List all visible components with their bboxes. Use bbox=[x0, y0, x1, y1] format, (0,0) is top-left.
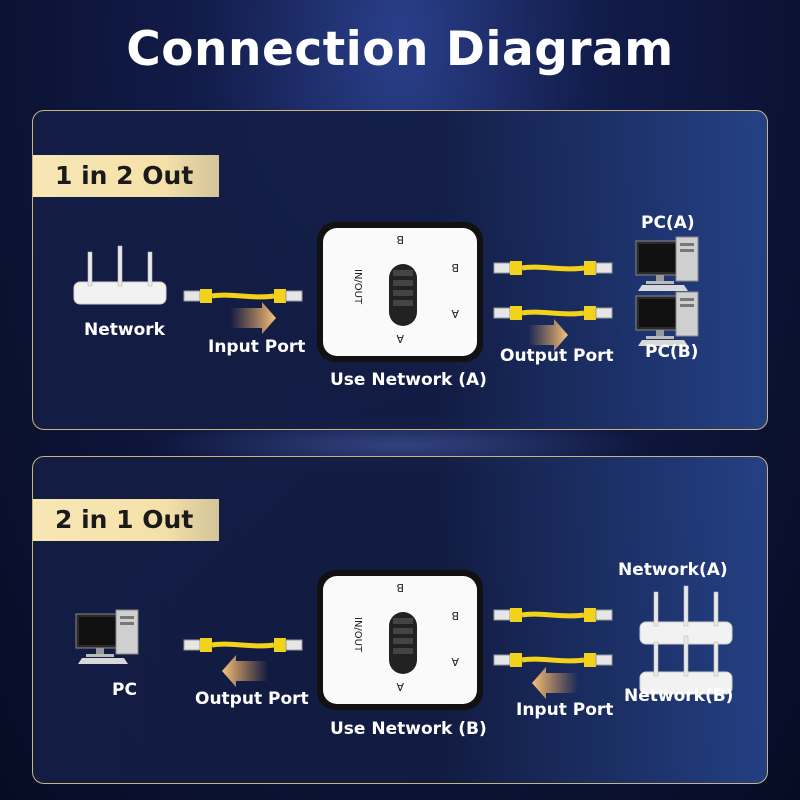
cable-icon bbox=[184, 638, 302, 652]
input-port-label: Input Port bbox=[516, 700, 614, 720]
section-one-badge: 1 in 2 Out bbox=[33, 155, 219, 197]
switch-caption: Use Network (A) bbox=[330, 370, 487, 390]
input-port-label: Input Port bbox=[208, 337, 306, 357]
cable-icon bbox=[494, 653, 612, 667]
switch-caption: Use Network (B) bbox=[330, 719, 487, 739]
port-b-label: B bbox=[396, 581, 404, 594]
cable-icon bbox=[494, 261, 612, 275]
cable-icon bbox=[494, 608, 612, 622]
pc-b-label: PC(B) bbox=[645, 342, 699, 362]
arrow-right-icon bbox=[230, 302, 276, 334]
port-a-label: A bbox=[396, 332, 404, 345]
pc-label: PC bbox=[112, 680, 137, 700]
port-b-label: B bbox=[396, 233, 404, 246]
cable-icon bbox=[184, 289, 302, 303]
arrow-left-icon bbox=[222, 655, 268, 687]
arrow-left-icon bbox=[532, 667, 578, 699]
output-port-label: Output Port bbox=[500, 346, 614, 366]
cable-icon bbox=[494, 306, 612, 320]
port-a-label: A bbox=[396, 680, 404, 693]
network-label: Network bbox=[84, 320, 165, 340]
pc-a-label: PC(A) bbox=[641, 213, 695, 233]
arrow-right-icon bbox=[528, 319, 568, 351]
pc-icon bbox=[635, 291, 699, 347]
network-a-label: Network(A) bbox=[618, 560, 728, 580]
page-title: Connection Diagram bbox=[126, 22, 674, 77]
section-two-badge: 2 in 1 Out bbox=[33, 499, 219, 541]
switch-face-label: IN/OUT bbox=[352, 269, 363, 305]
pc-icon bbox=[635, 236, 699, 292]
port-a-label: A bbox=[451, 307, 459, 320]
switch-face-label: IN/OUT bbox=[352, 617, 363, 653]
port-b-label: B bbox=[451, 609, 459, 622]
network-b-label: Network(B) bbox=[624, 686, 734, 706]
port-a-label: A bbox=[451, 655, 459, 668]
port-b-label: B bbox=[451, 261, 459, 274]
pc-icon bbox=[75, 609, 139, 665]
router-icon bbox=[639, 585, 733, 645]
router-icon bbox=[73, 245, 167, 305]
output-port-label: Output Port bbox=[195, 689, 309, 709]
